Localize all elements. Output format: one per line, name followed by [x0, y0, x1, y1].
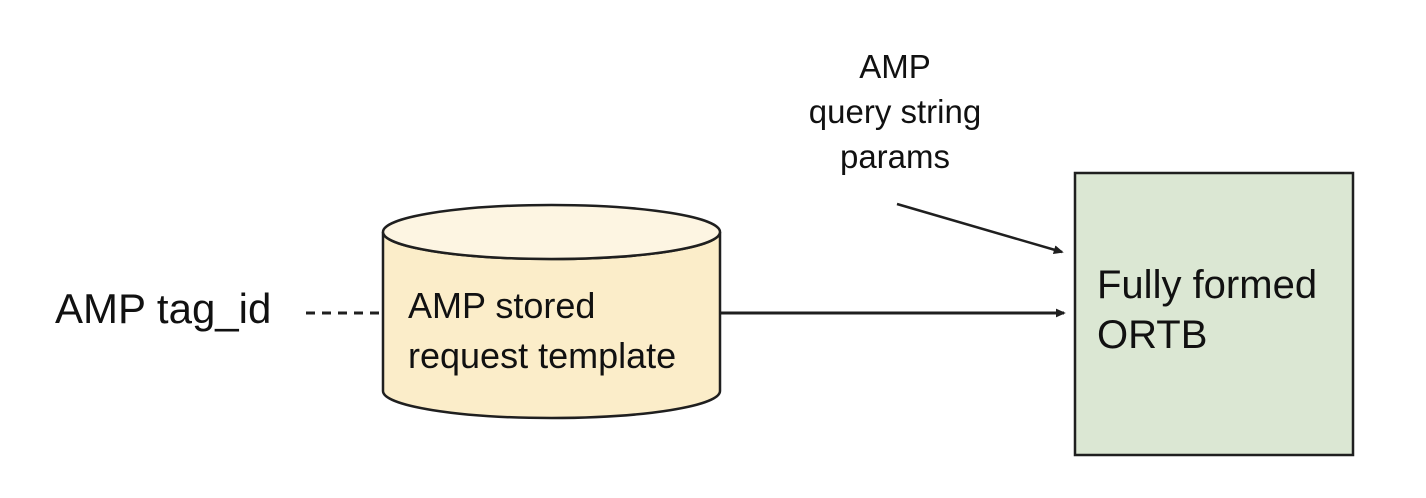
query-params-annotation-line3: params — [839, 138, 951, 175]
fully-formed-ortb-box — [1073, 171, 1355, 457]
stored-request-label-line2: request template — [408, 335, 677, 376]
query-params-annotation-line2: query string — [808, 93, 982, 130]
query-params-annotation-line1: AMP — [859, 48, 931, 85]
fully-formed-ortb-label: Fully formed ORTB — [1097, 260, 1317, 360]
query-params-annotation: AMP query string params — [775, 44, 1015, 179]
stored-request-cylinder-top — [381, 203, 722, 261]
edge-queryparams-to-ortb — [896, 202, 1064, 255]
fully-formed-ortb-label-line2: ORTB — [1097, 313, 1208, 357]
stored-request-label: AMP stored request template — [408, 281, 676, 381]
stored-request-label-line1: AMP stored — [408, 285, 596, 326]
fully-formed-ortb-label-line1: Fully formed — [1097, 263, 1318, 307]
tagid-label: AMP tag_id — [55, 285, 272, 332]
